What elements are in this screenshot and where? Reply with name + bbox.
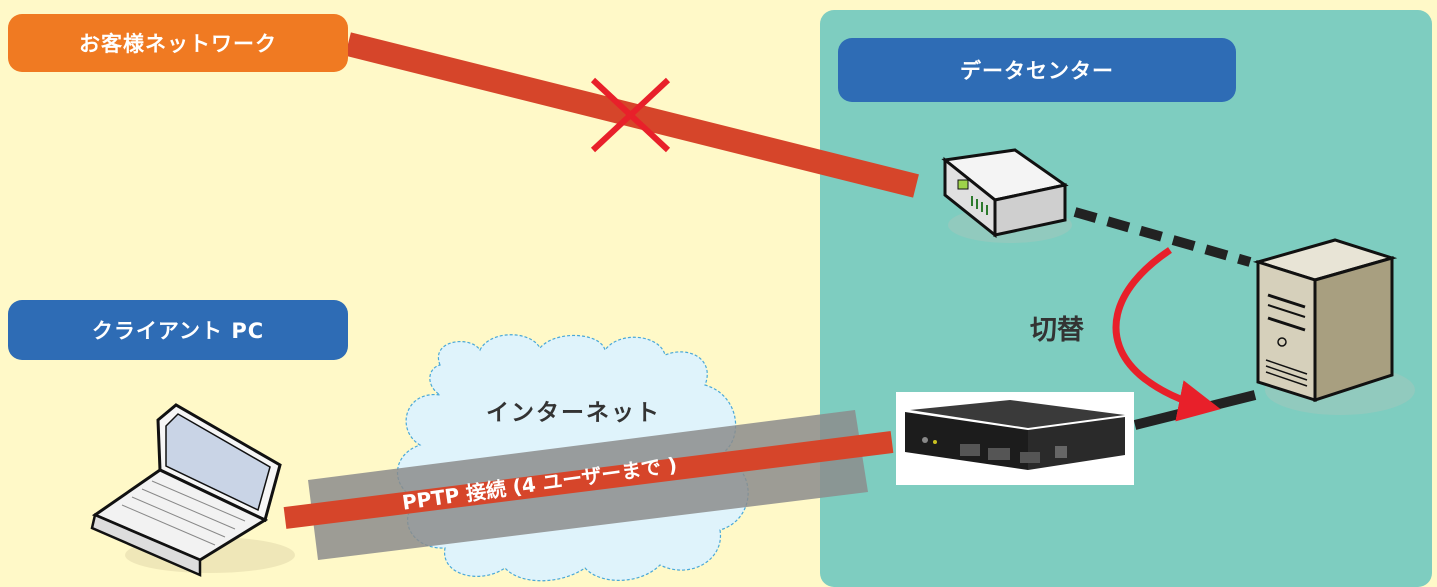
pptp-connection-line [283, 431, 894, 529]
server-icon [1252, 238, 1415, 415]
laptop-icon [90, 403, 295, 577]
switch-arrow-icon [1112, 247, 1221, 422]
standby-link-line [1073, 207, 1252, 267]
failure-cross-icon [590, 77, 671, 153]
client-pc-label: クライアント PC [8, 300, 348, 360]
data-center-label: データセンター [838, 38, 1236, 102]
internet-label: インターネット [486, 400, 661, 426]
switch-label: 切替 [1030, 315, 1084, 346]
active-link-line [1133, 390, 1257, 430]
customer-network-label: お客様ネットワーク [8, 14, 348, 72]
vpn-router-icon [896, 392, 1134, 485]
router-icon [941, 148, 1072, 243]
